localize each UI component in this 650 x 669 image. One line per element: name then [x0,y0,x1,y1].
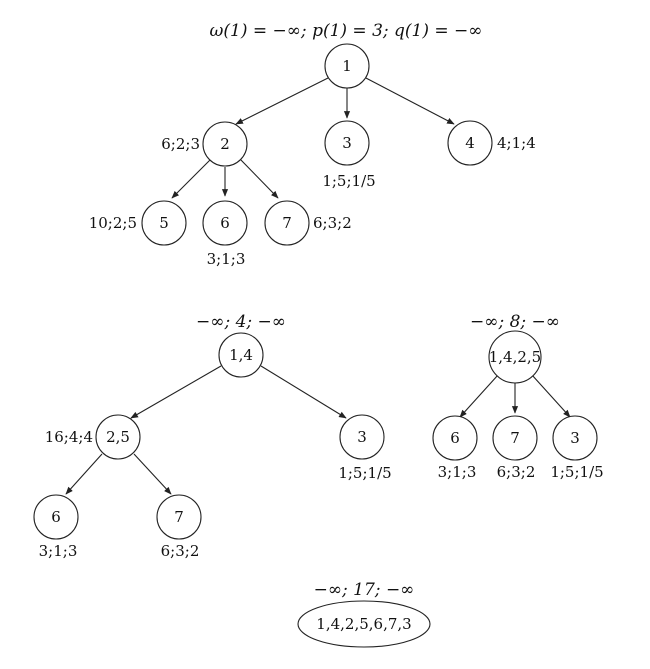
tree-4: −∞; 17; −∞ 1,4,2,5,6,7,3 [297,580,431,648]
node-annotation: 10;2;5 [89,214,137,232]
node-label: 1,4 [229,346,253,364]
tree-1-node-6: 6 3;1;3 [202,200,248,268]
edge-25-7 [133,453,172,495]
tree-1-node-5: 5 10;2;5 [89,200,187,246]
node-annotation: 16;4;4 [45,428,93,446]
tree-1-node-4: 4 4;1;4 [447,120,536,166]
edge-14-25 [130,365,222,419]
node-label: 7 [282,214,292,232]
node-label: 6 [220,214,230,232]
node-label: 7 [174,508,184,526]
tree-4-header: −∞; 17; −∞ [314,580,415,600]
edge-1425-3 [531,374,571,418]
node-label: 2 [220,135,230,153]
tree-1-header: ω(1) = −∞; p(1) = 3; q(1) = −∞ [210,21,483,41]
tree-2-node-14: 1,4 [218,332,264,378]
node-annotation: 3;1;3 [207,250,246,268]
tree-2-node-3: 3 1;5;1/5 [338,414,392,482]
edge-2-5 [171,158,212,199]
tree-2: −∞; 4; −∞ 1,4 2,5 16;4;4 3 1;5;1/5 6 3;1… [33,312,392,560]
node-annotation: 1;5;1/5 [322,172,375,190]
tree-1-node-1: 1 [324,43,370,89]
edge-1-4 [363,76,455,125]
node-annotation: 1;5;1/5 [338,464,391,482]
tree-3-node-6: 6 3;1;3 [432,415,478,481]
tree-2-node-25: 2,5 16;4;4 [45,414,141,460]
tree-1-node-3: 3 1;5;1/5 [322,120,376,190]
node-label: 3 [342,134,352,152]
node-label: 3 [570,429,580,447]
tree-3-header: −∞; 8; −∞ [470,312,560,332]
node-annotation: 1;5;1/5 [550,463,603,481]
node-label: 1 [342,57,352,75]
edge-2-7 [239,158,279,199]
tree-3-node-3: 3 1;5;1/5 [550,415,604,481]
node-annotation: 6;3;2 [313,214,352,232]
edge-1425-6 [459,374,499,418]
node-label: 5 [159,214,169,232]
node-label: 6 [450,429,460,447]
node-label: 7 [510,429,520,447]
edge-25-6 [65,453,103,495]
tree-2-header: −∞; 4; −∞ [196,312,286,332]
tree-2-node-7: 7 6;3;2 [156,494,202,560]
node-annotation: 3;1;3 [39,542,78,560]
node-label: 4 [465,134,475,152]
tree-3-node-1425: 1,4,2,5 [488,330,542,384]
tree-3-node-7: 7 6;3;2 [492,415,538,481]
edge-1-2 [235,76,331,125]
node-label: 2,5 [106,428,130,446]
tree-2-node-6: 6 3;1;3 [33,494,79,560]
node-annotation: 4;1;4 [497,134,536,152]
node-annotation: 3;1;3 [438,463,477,481]
node-label: 6 [51,508,61,526]
node-label: 1,4,2,5 [489,348,541,366]
node-annotation: 6;2;3 [161,135,200,153]
node-annotation: 6;3;2 [497,463,536,481]
tree-1: ω(1) = −∞; p(1) = 3; q(1) = −∞ 1 2 6;2;3… [89,21,536,268]
node-label: 3 [357,428,367,446]
node-label: 1,4,2,5,6,7,3 [316,615,411,633]
tree-1-node-7: 7 6;3;2 [264,200,352,246]
tree-1-node-2: 2 6;2;3 [161,121,248,167]
edge-14-3 [260,365,347,419]
tree-3: −∞; 8; −∞ 1,4,2,5 6 3;1;3 7 6;3;2 3 1;5;… [432,312,604,481]
tree-4-node-all: 1,4,2,5,6,7,3 [297,600,431,648]
node-annotation: 6;3;2 [161,542,200,560]
